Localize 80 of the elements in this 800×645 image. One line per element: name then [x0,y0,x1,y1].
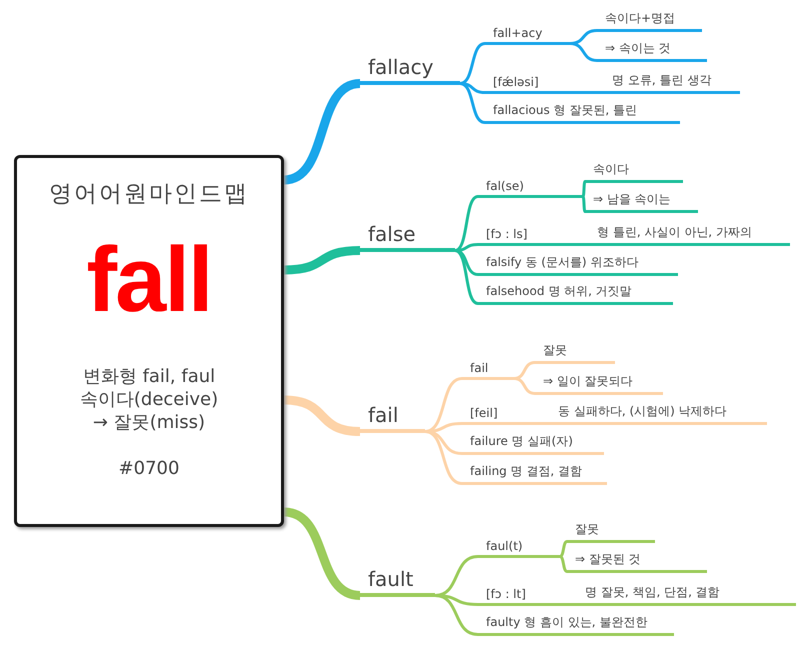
subtopic-branch [462,405,767,425]
meaning-text: 명 오류, 틀린 생각 [612,72,712,89]
subtopic-branch [478,616,674,636]
meaning-text: 동 실패하다, (시험에) 낙제하다 [558,403,727,420]
branch-text: ⇒ 남을 속이는 [593,191,671,208]
subtopic-branch [478,178,583,198]
subtopic-branch [485,25,570,45]
title-card [14,155,284,527]
subtopic-branch [462,360,514,380]
branch-line [559,540,568,558]
branch-text: [feil] [470,406,498,420]
branch-text: fallacious 형 잘못된, 틀린 [493,102,637,119]
subtopic-branch [485,74,740,94]
branch-line [284,396,360,436]
branch-line [434,555,478,597]
branch-line [284,246,360,274]
subtopic-branch [462,465,607,485]
branch-text: failing 명 결점, 결함 [470,463,582,480]
subtopic-branch [535,375,663,395]
subtopic-branch [462,435,604,455]
subtopic-branch [597,12,702,32]
branch-line [460,82,486,94]
branch-line [424,430,462,455]
branch-line [454,249,478,276]
branch-text: fail [470,361,488,375]
branch-text: [fǽləsi] [493,75,539,89]
branch-text: ⇒ 잘못된 것 [575,551,641,568]
branch-text: fall+acy [493,26,542,40]
branch-line [454,249,478,305]
branch-line [424,377,462,433]
subtopic-branch [478,538,560,558]
topic-word: fault [368,567,414,591]
branch-line [454,243,478,252]
subtopic-branch [478,285,673,305]
subtopic-branch [567,523,655,543]
topic-word: false [368,222,416,246]
branch-line [454,195,478,252]
subtopic-branch [567,553,707,573]
subtopic-branch [478,226,790,246]
branch-line [570,42,598,62]
branch-text: falsify 동 (문서를) 위조하다 [486,254,638,271]
subtopic-branch [535,344,615,364]
branch-line [460,42,486,85]
map-number: #0700 [118,458,180,479]
branch-text: faul(t) [486,539,523,553]
branch-line [582,196,586,212]
branch-line [424,430,462,485]
branch-text: 잘못 [575,521,599,538]
subtopic-branch [485,104,680,124]
card-title: 영어어원마인드맵 [48,180,250,209]
branch-text: failure 명 실패(자) [470,433,573,450]
branch-text: ⇒ 일이 잘못되다 [543,373,633,390]
subtopic-branch [478,256,678,276]
branch-text: 속이다+명접 [605,10,676,27]
branch-line [434,594,478,636]
branch-line [460,82,486,124]
branch-line [514,361,536,380]
headword: fall [86,228,212,333]
branch-text: ⇒ 속이는 것 [605,40,671,57]
description: 변화형 fail, faul 속이다(deceive) → 잘못(miss) [78,365,220,434]
meaning-text: 형 틀린, 사실이 아닌, 가짜의 [597,224,752,241]
branch-text: 속이다 [593,161,629,178]
subtopic-branch [478,586,796,606]
branch-text: falsehood 명 허위, 거짓말 [486,283,632,300]
branch-text: fal(se) [486,179,524,193]
topic-word: fallacy [368,55,434,79]
branch-text: faulty 형 흠이 있는, 불완전한 [486,614,648,631]
branch-line [582,180,586,198]
subtopic-branch [585,163,683,183]
branch-text: [fɔ : lt] [486,587,526,601]
subtopic-branch [585,193,698,213]
branch-text: 잘못 [543,342,567,359]
branch-text: [fɔ : ls] [486,227,528,241]
branch-line [283,508,361,600]
subtopic-branch [597,42,707,62]
meaning-text: 명 잘못, 책임, 단점, 결함 [585,584,720,601]
branch-line [559,555,568,573]
topic-word: fail [368,403,398,427]
branch-line [514,377,536,395]
branch-line [283,79,361,184]
